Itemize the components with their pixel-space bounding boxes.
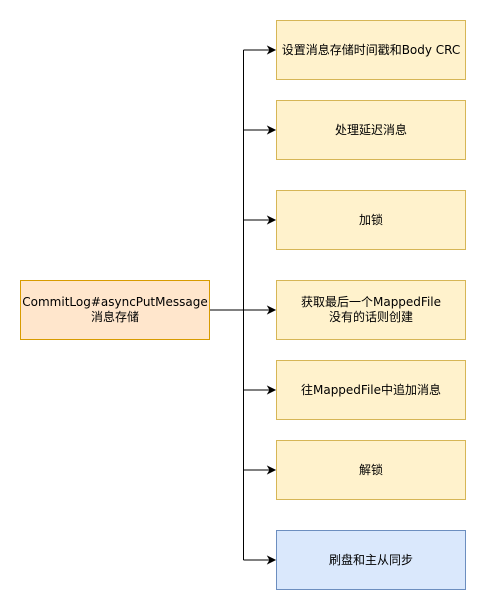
step-node-label: 往MappedFile中追加消息 — [300, 382, 442, 397]
step-node-lock: 加锁 — [276, 190, 466, 250]
step-node-label: 获取最后一个MappedFile 没有的话则创建 — [300, 295, 442, 324]
step-node-label: 解锁 — [358, 462, 383, 477]
arrowhead — [266, 305, 277, 315]
step-node-flush-and-replicate: 刷盘和主从同步 — [276, 530, 466, 590]
step-node-append-message: 往MappedFile中追加消息 — [276, 360, 466, 420]
arrowhead — [266, 465, 277, 475]
step-node-label: 处理延迟消息 — [334, 122, 407, 137]
source-node-commitlog-asyncputmessage: CommitLog#asyncPutMessage 消息存储 — [20, 280, 210, 340]
step-node-set-timestamp-crc: 设置消息存储时间戳和Body CRC — [276, 20, 466, 80]
step-node-handle-delay-message: 处理延迟消息 — [276, 100, 466, 160]
arrowhead — [266, 215, 277, 225]
step-node-unlock: 解锁 — [276, 440, 466, 500]
step-node-label: 加锁 — [358, 212, 383, 227]
step-node-label: 刷盘和主从同步 — [328, 552, 413, 567]
arrowhead — [266, 45, 277, 55]
arrowhead — [266, 555, 277, 565]
arrowhead — [266, 125, 277, 135]
step-node-get-or-create-mappedfile: 获取最后一个MappedFile 没有的话则创建 — [276, 280, 466, 340]
arrowhead — [266, 385, 277, 395]
source-node-label: CommitLog#asyncPutMessage 消息存储 — [22, 295, 208, 324]
step-node-label: 设置消息存储时间戳和Body CRC — [281, 42, 461, 57]
